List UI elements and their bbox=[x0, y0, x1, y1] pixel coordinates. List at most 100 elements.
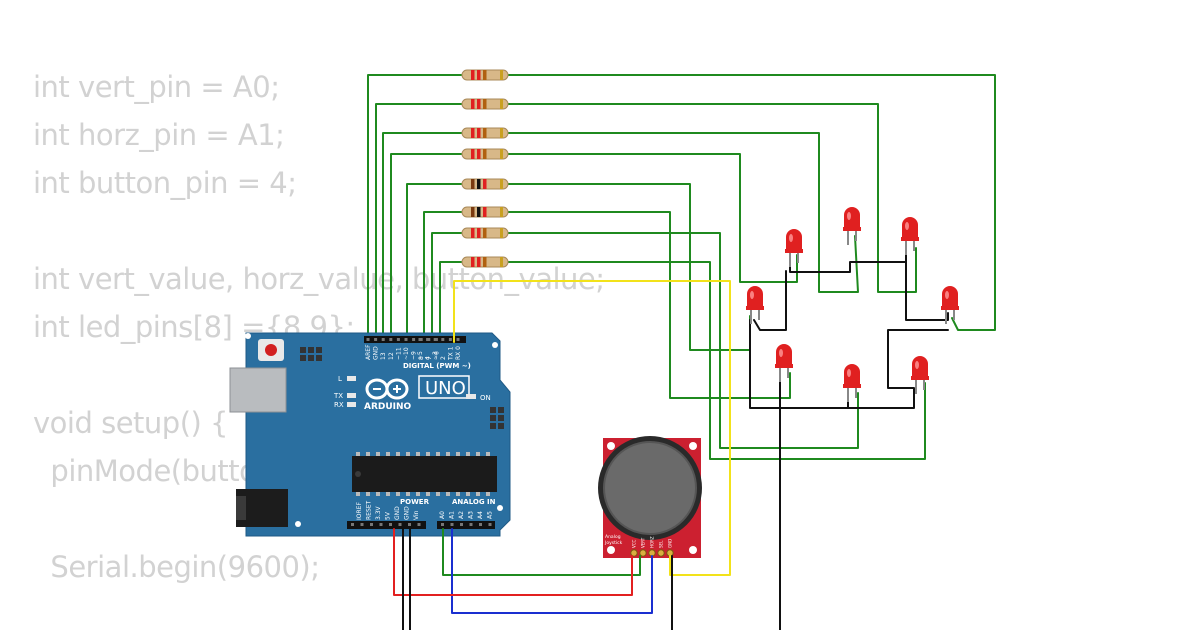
resistor-band bbox=[483, 149, 487, 159]
resistor-band bbox=[477, 99, 481, 109]
wire bbox=[423, 211, 791, 399]
resistors bbox=[461, 69, 509, 268]
resistor-band bbox=[483, 179, 487, 189]
led-body bbox=[786, 229, 802, 250]
chip-leg bbox=[386, 452, 390, 456]
digital-pin-label: 13 bbox=[380, 352, 387, 360]
chip-leg bbox=[436, 492, 440, 496]
chip-leg bbox=[446, 452, 450, 456]
icsp-header-right bbox=[490, 407, 504, 429]
power-header bbox=[347, 521, 426, 529]
joystick-knob[interactable] bbox=[603, 441, 697, 535]
power-pin-label: GND bbox=[394, 506, 401, 520]
digital-pin-label: TX 1 bbox=[447, 346, 454, 361]
mount-hole bbox=[245, 333, 251, 339]
wire bbox=[393, 528, 633, 596]
chip-leg bbox=[426, 492, 430, 496]
digital-pin-label: 2 bbox=[440, 356, 447, 360]
resistor-band bbox=[483, 128, 487, 138]
header-pin bbox=[456, 338, 460, 341]
chip-leg bbox=[416, 492, 420, 496]
digital-pin-label: ~6 bbox=[433, 351, 440, 360]
led-highlight bbox=[847, 369, 851, 377]
header-pin bbox=[396, 338, 400, 341]
resistor-band bbox=[471, 257, 475, 267]
led-highlight bbox=[750, 291, 754, 299]
icsp-pin bbox=[300, 355, 306, 361]
tx-label: TX bbox=[333, 392, 343, 400]
led-body bbox=[776, 344, 792, 365]
joystick-pin bbox=[630, 549, 638, 557]
digital-pin-label: RX 0 bbox=[455, 346, 462, 360]
resistor-band bbox=[477, 228, 481, 238]
led-rim bbox=[843, 227, 861, 231]
header-pin bbox=[479, 523, 482, 526]
resistor-band bbox=[483, 228, 487, 238]
wire bbox=[847, 329, 949, 409]
code-line: int vert_pin = A0; bbox=[33, 70, 280, 104]
led-rim bbox=[843, 384, 861, 388]
power-label: POWER bbox=[400, 498, 430, 506]
power-jack-rim bbox=[236, 496, 246, 520]
l-label: L bbox=[338, 375, 342, 383]
analog-label: ANALOG IN bbox=[452, 498, 496, 506]
joystick-pin-label: SEL bbox=[659, 540, 664, 548]
chip-leg bbox=[366, 492, 370, 496]
header-pin bbox=[460, 523, 463, 526]
led-highlight bbox=[779, 349, 783, 357]
header-pin bbox=[448, 338, 452, 341]
power-pin-label: GND bbox=[404, 506, 411, 520]
resistor-band bbox=[471, 207, 475, 217]
led-highlight bbox=[905, 222, 909, 230]
resistor-band bbox=[471, 179, 475, 189]
mount-hole bbox=[607, 442, 615, 450]
wire bbox=[442, 528, 641, 576]
digital-pin-label: 4 bbox=[425, 356, 432, 360]
wire bbox=[406, 183, 751, 351]
icsp-pin bbox=[498, 415, 504, 421]
chip-leg bbox=[446, 492, 450, 496]
icsp-pin bbox=[498, 423, 504, 429]
power-pin-label: 5V bbox=[385, 511, 392, 520]
code-line: int horz_pin = A1; bbox=[33, 118, 285, 152]
code-line: int button_pin = 4; bbox=[33, 166, 297, 200]
resistor-band bbox=[477, 207, 481, 217]
led-body bbox=[912, 356, 928, 377]
icsp-pin bbox=[300, 347, 306, 353]
brand-label: ARDUINO bbox=[364, 402, 412, 412]
digital-pin-label: 8 bbox=[418, 356, 425, 360]
header-pin bbox=[412, 338, 416, 341]
chip-leg bbox=[486, 492, 490, 496]
chip-leg bbox=[386, 492, 390, 496]
digital-pin-label: AREF bbox=[365, 344, 372, 360]
resistor-band bbox=[477, 149, 481, 159]
digital-pin-label: ~11 bbox=[395, 347, 402, 360]
resistor-band bbox=[500, 149, 503, 159]
led-rim bbox=[911, 376, 929, 380]
power-pin-label: RESET bbox=[366, 500, 373, 520]
digital-pin-label: 12 bbox=[388, 352, 395, 360]
header-pin bbox=[469, 523, 473, 526]
digital-pin-label: GND bbox=[373, 346, 380, 360]
wire bbox=[905, 261, 949, 321]
header-pin bbox=[441, 523, 444, 526]
power-pin-label: IOREF bbox=[356, 502, 363, 520]
header-pin bbox=[389, 523, 392, 526]
icsp-header-top bbox=[300, 347, 322, 361]
chip-leg bbox=[456, 492, 460, 496]
resistor-band bbox=[500, 257, 503, 267]
icsp-pin bbox=[490, 415, 496, 421]
wire bbox=[390, 153, 798, 336]
wires-background bbox=[367, 74, 996, 630]
icsp-pin bbox=[490, 423, 496, 429]
header-block bbox=[416, 336, 466, 343]
led-body bbox=[844, 207, 860, 228]
resistor-band bbox=[500, 228, 503, 238]
uno-label-box bbox=[418, 375, 470, 399]
mount-hole bbox=[497, 505, 503, 511]
resistor-band bbox=[471, 228, 475, 238]
